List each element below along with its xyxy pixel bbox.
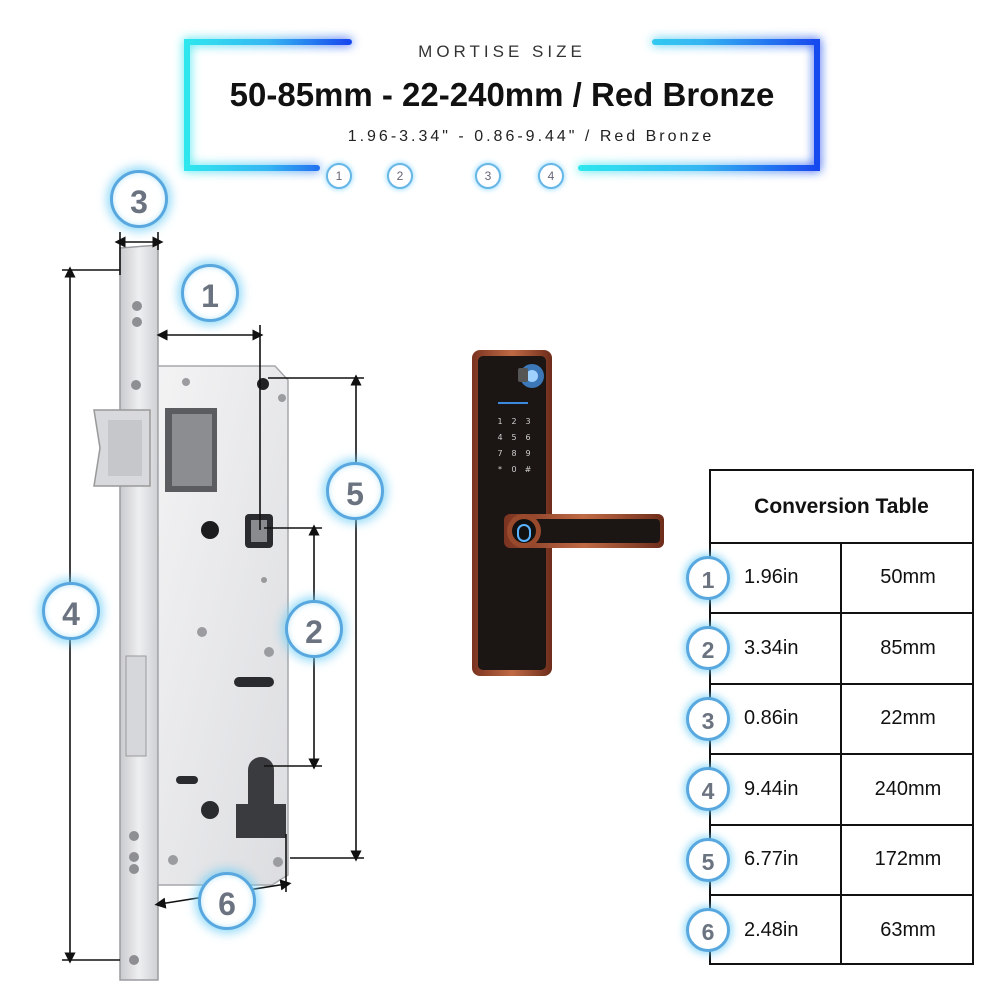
conversion-table-title: Conversion Table <box>711 471 972 544</box>
table-row: 3.34in 85mm <box>711 613 972 685</box>
svg-text:7: 7 <box>497 449 502 458</box>
dimension-marker-5: 5 <box>326 462 384 520</box>
mini-marker-4: 4 <box>538 163 564 189</box>
conversion-table: Conversion Table 1.96in 50mm 3.34in 85mm… <box>709 469 974 965</box>
header-banner: MORTISE SIZE 50-85mm - 22-240mm / Red Br… <box>181 38 823 189</box>
mm-cell: 172mm <box>874 848 942 870</box>
svg-text:#: # <box>525 465 532 474</box>
header-title: 50-85mm - 22-240mm / Red Bronze <box>229 76 775 113</box>
table-marker-5: 5 <box>686 838 730 882</box>
table-marker-2: 2 <box>686 626 730 670</box>
dimension-marker-6: 6 <box>198 872 256 930</box>
inches-cell: 6.77in <box>711 824 842 894</box>
svg-text:0: 0 <box>511 465 516 474</box>
dimension-marker-1: 1 <box>181 264 239 322</box>
mortise-case <box>157 365 289 886</box>
svg-text:6: 6 <box>525 433 530 442</box>
table-marker-1: 1 <box>686 556 730 600</box>
svg-text:8: 8 <box>511 449 516 458</box>
table-row: 6.77in 172mm <box>711 824 972 896</box>
inches-cell: 3.34in <box>711 613 842 683</box>
inches-cell: 0.86in <box>711 683 842 753</box>
table-row: 1.96in 50mm <box>711 542 972 614</box>
mini-marker-3: 3 <box>475 163 501 189</box>
neon-frame <box>184 39 820 171</box>
mm-cell: 50mm <box>880 566 936 588</box>
table-row: 9.44in 240mm <box>711 754 972 826</box>
svg-text:*: * <box>498 465 502 474</box>
svg-text:2: 2 <box>511 417 516 426</box>
svg-text:4: 4 <box>497 433 502 442</box>
mini-marker-1: 1 <box>326 163 352 189</box>
table-row: 2.48in 63mm <box>711 895 972 965</box>
svg-text:1: 1 <box>497 417 502 426</box>
dimension-marker-3: 3 <box>110 170 168 228</box>
svg-text:5: 5 <box>511 433 516 442</box>
header-subtitle: MORTISE SIZE <box>418 42 586 61</box>
mm-cell: 240mm <box>874 778 942 800</box>
mini-marker-2: 2 <box>387 163 413 189</box>
dimension-marker-2: 2 <box>285 600 343 658</box>
svg-text:9: 9 <box>525 449 530 458</box>
mm-cell: 22mm <box>880 707 936 729</box>
inches-cell: 1.96in <box>711 542 842 612</box>
dimension-marker-4: 4 <box>42 582 100 640</box>
svg-text:3: 3 <box>525 417 530 426</box>
mm-cell: 85mm <box>880 637 936 659</box>
latch-bolt <box>93 409 151 487</box>
inches-cell: 2.48in <box>711 895 842 965</box>
table-row: 0.86in 22mm <box>711 683 972 755</box>
inches-cell: 9.44in <box>711 754 842 824</box>
table-marker-4: 4 <box>686 767 730 811</box>
faceplate <box>119 244 159 981</box>
table-marker-6: 6 <box>686 908 730 952</box>
table-marker-3: 3 <box>686 697 730 741</box>
mm-cell: 63mm <box>880 919 936 941</box>
header-inch-line: 1.96-3.34" - 0.86-9.44" / Red Bronze <box>347 128 715 145</box>
